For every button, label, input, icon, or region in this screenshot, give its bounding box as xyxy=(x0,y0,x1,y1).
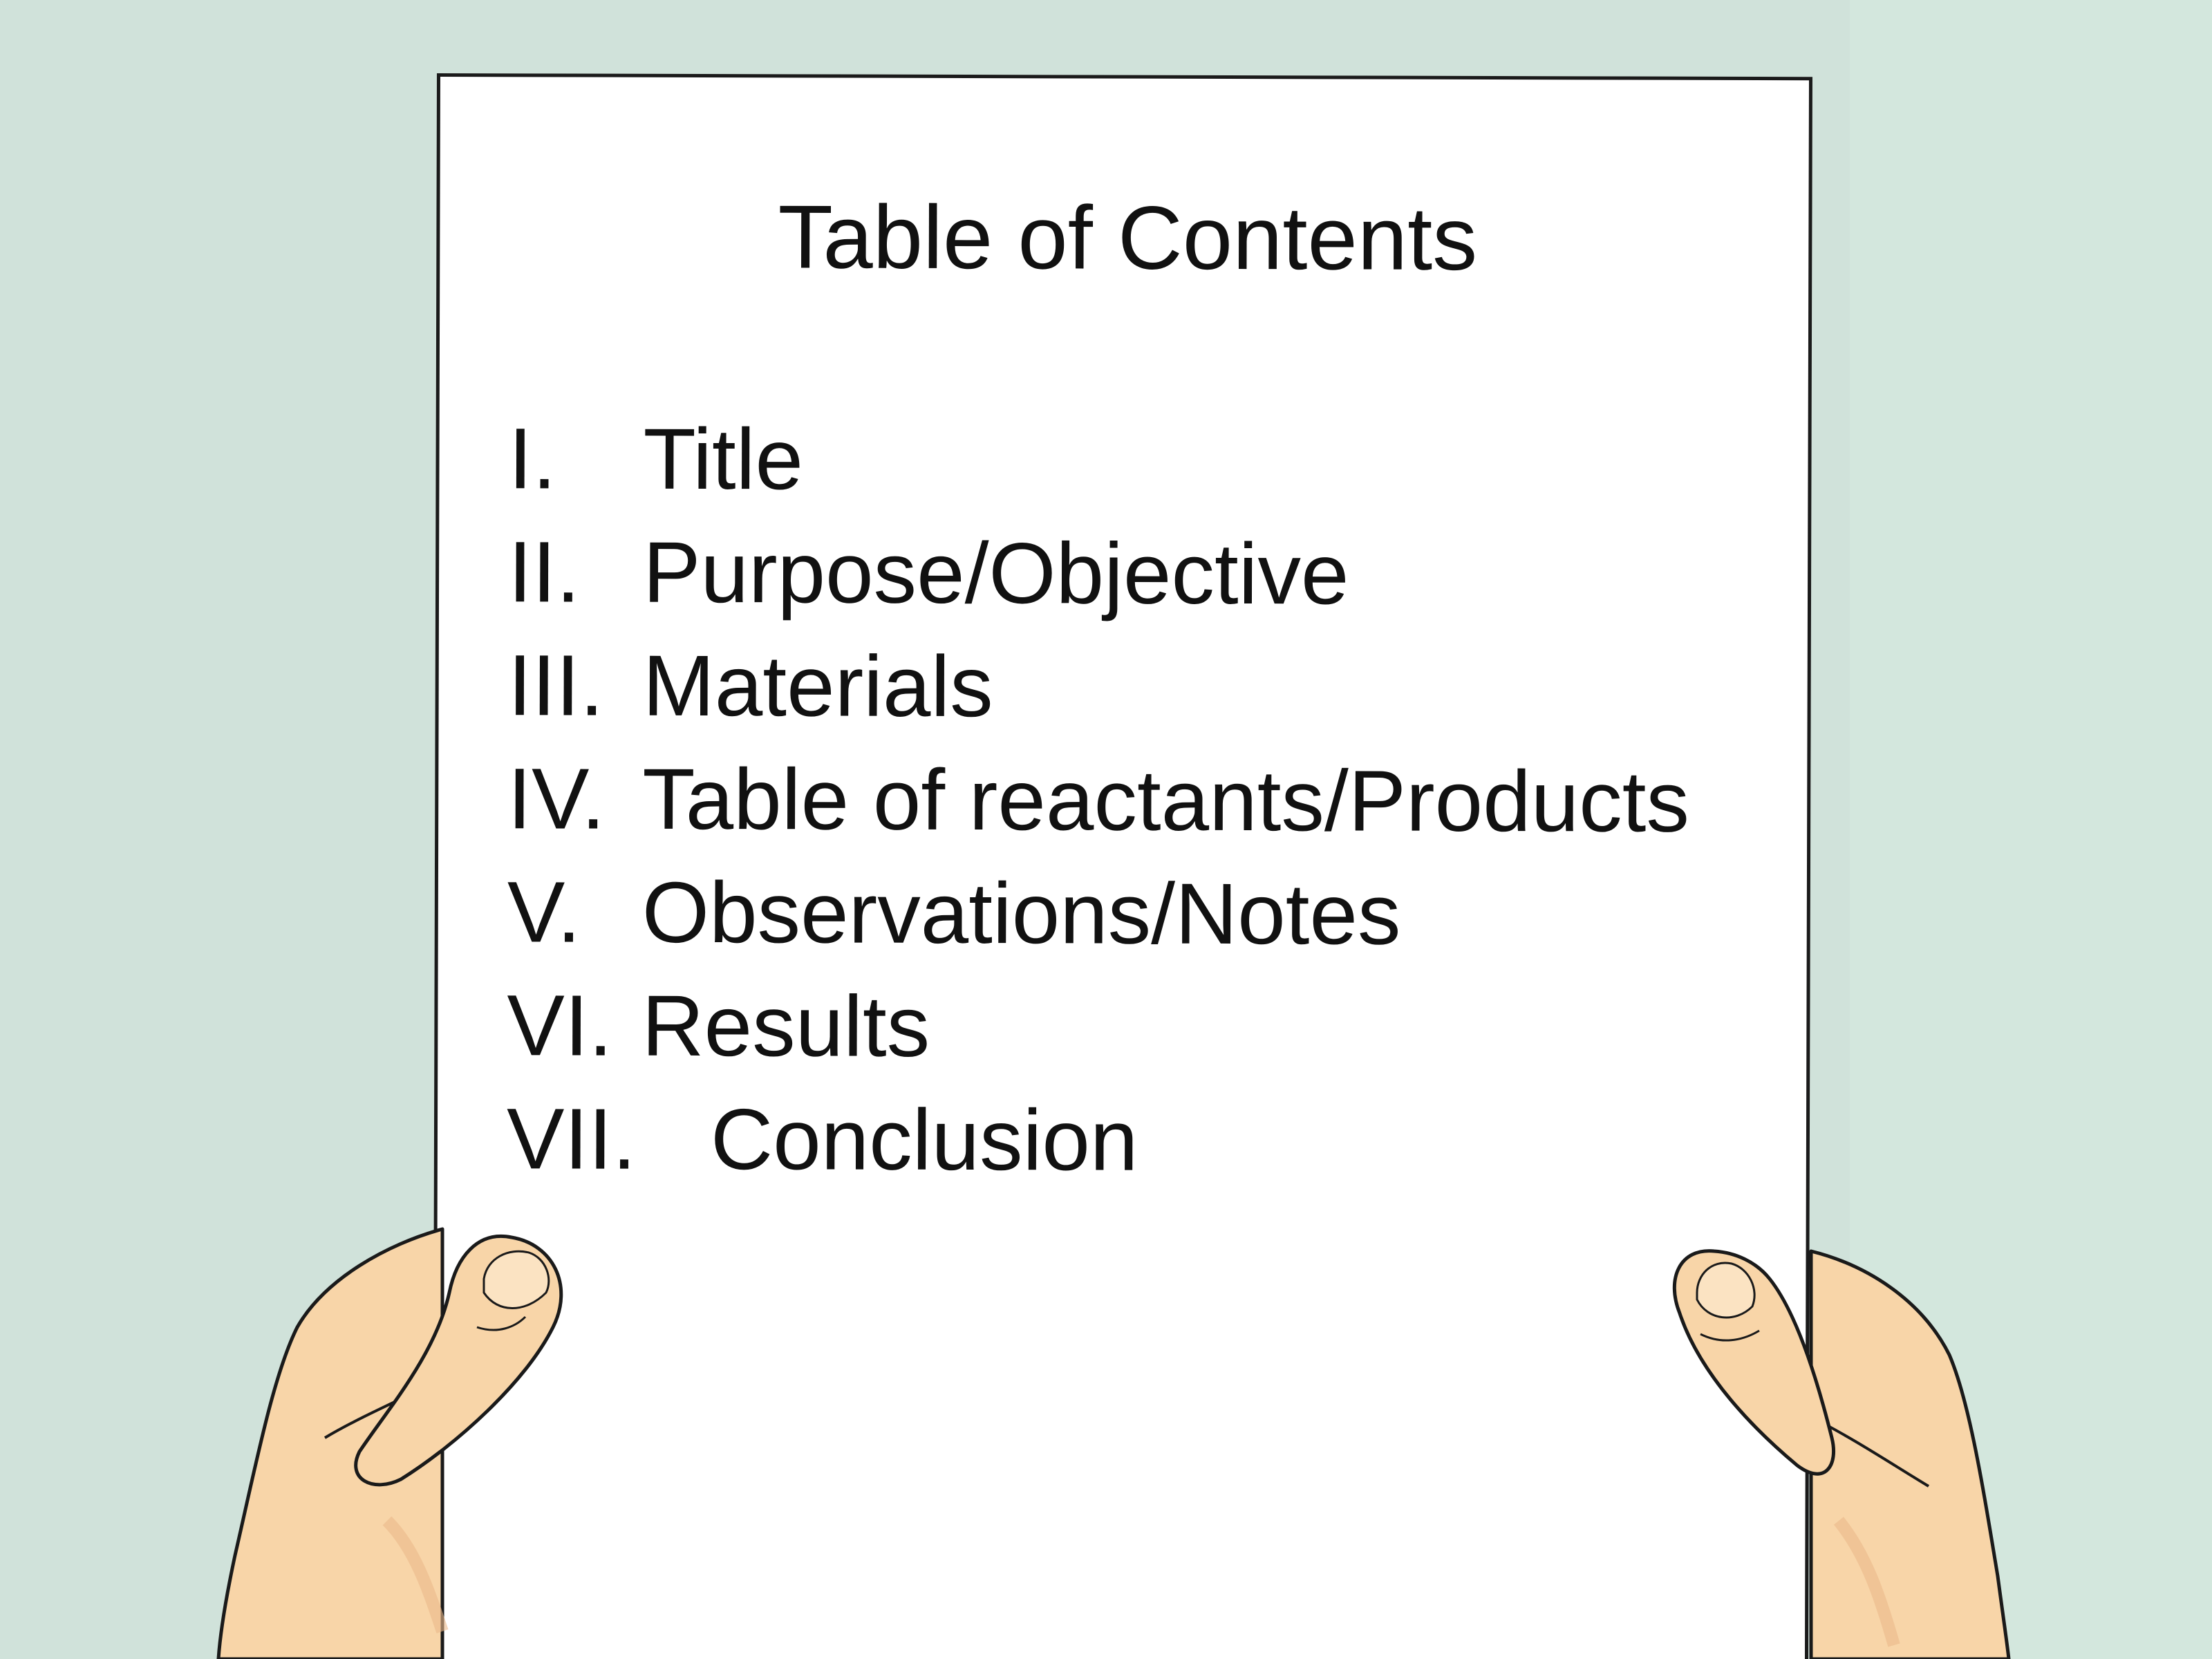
item-numeral: I. xyxy=(508,411,557,507)
paper-sheet: Table of Contents I. Title II. Purpose/O… xyxy=(432,73,1812,1659)
item-numeral: III. xyxy=(507,637,604,734)
list-item: VI. Results xyxy=(507,977,1689,1098)
page-title: Table of Contents xyxy=(778,186,1478,289)
item-label: Results xyxy=(641,977,930,1075)
list-item: II. Purpose/Objective xyxy=(507,524,1690,645)
item-numeral: IV. xyxy=(507,751,606,847)
item-label: Conclusion xyxy=(710,1091,1138,1189)
item-label: Table of reactants/Products xyxy=(642,751,1690,850)
item-label: Observations/Notes xyxy=(641,864,1401,963)
list-item: III. Materials xyxy=(507,637,1689,758)
list-item: V. Observations/Notes xyxy=(507,864,1689,985)
list-item: I. Title xyxy=(508,411,1690,532)
list-item: IV. Table of reactants/Products xyxy=(507,751,1690,872)
toc-list: I. Title II. Purpose/Objective III. Mate… xyxy=(506,411,1691,1212)
list-item: VII. Conclusion xyxy=(506,1091,1689,1212)
item-numeral: VI. xyxy=(507,977,613,1074)
item-label: Purpose/Objective xyxy=(642,524,1349,623)
item-label: Materials xyxy=(642,637,993,735)
item-label: Title xyxy=(643,411,804,508)
item-numeral: II. xyxy=(507,524,581,621)
item-numeral: V. xyxy=(507,864,581,961)
item-numeral: VII. xyxy=(506,1091,637,1188)
